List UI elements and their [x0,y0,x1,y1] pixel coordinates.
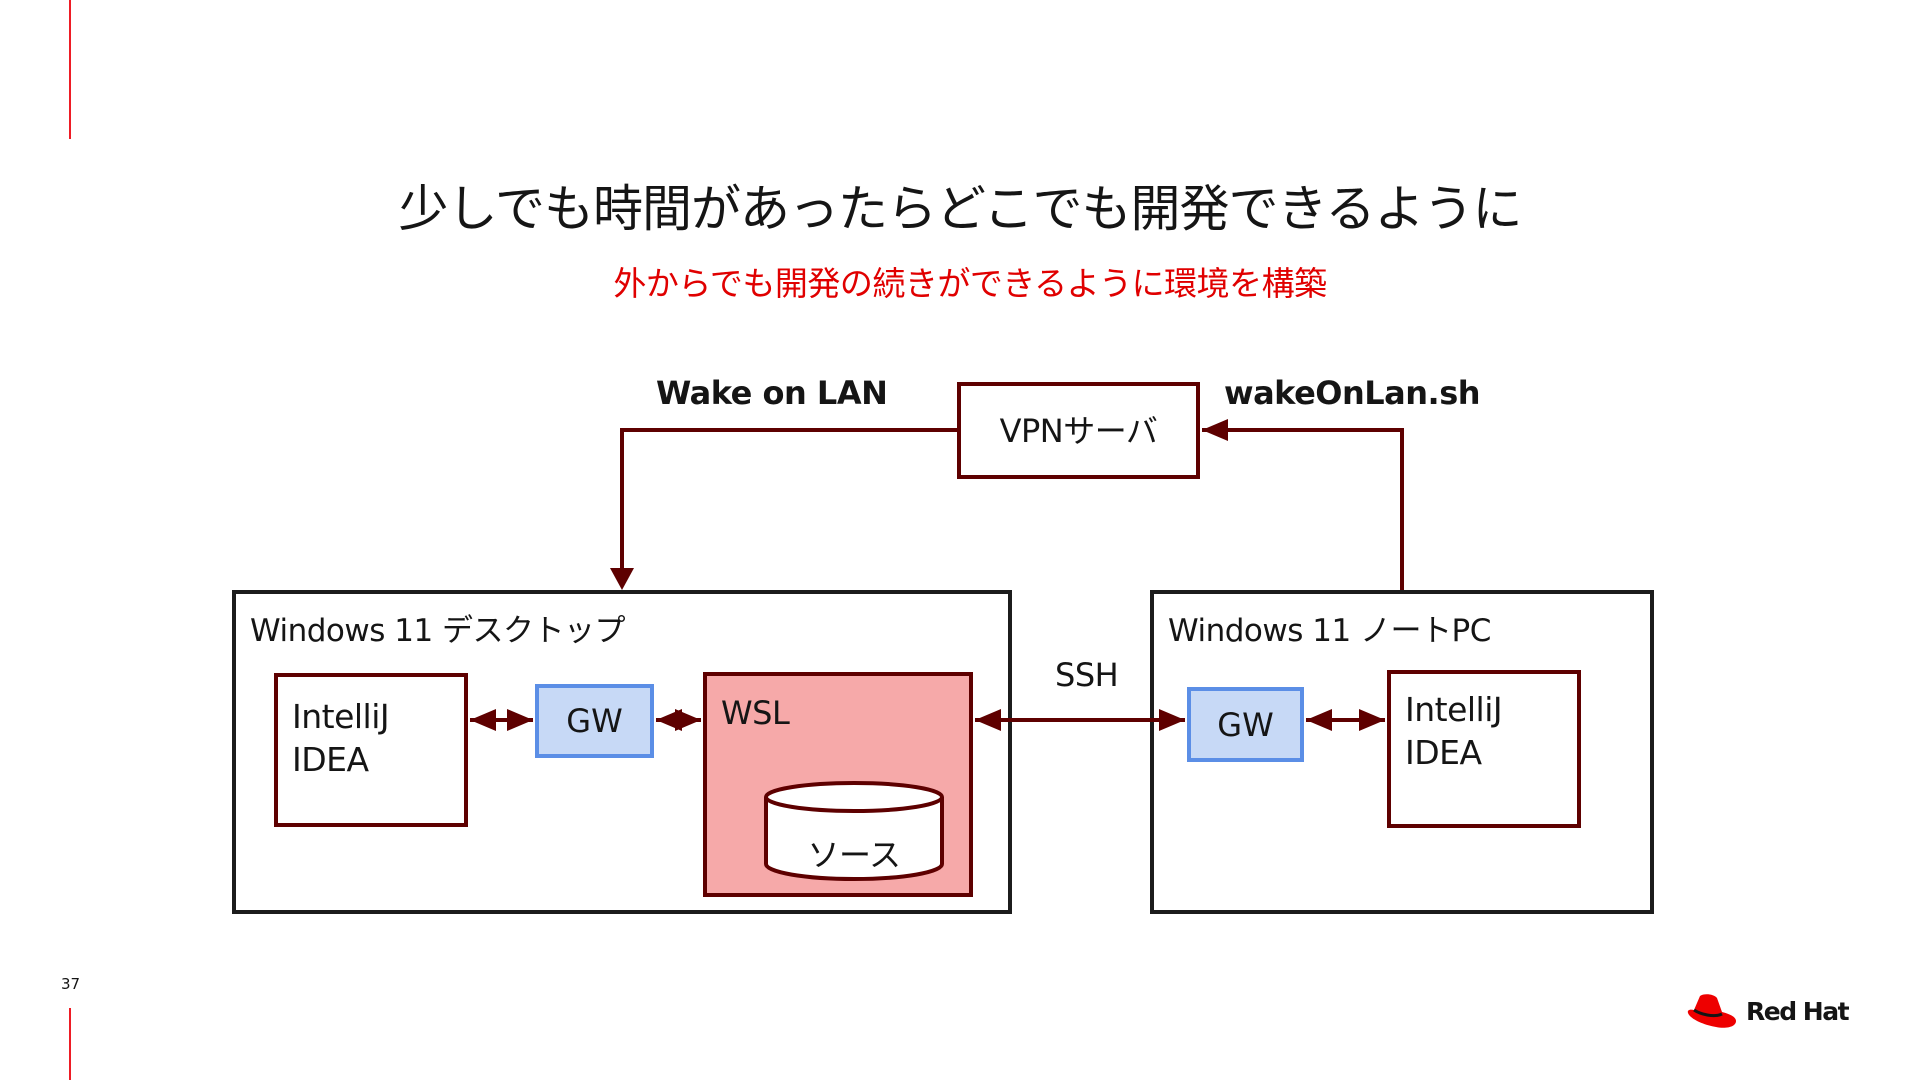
connector-wake-on-lan [620,428,957,586]
slide-subtitle: 外からでも開発の続きができるように環境を構築 [613,264,1327,303]
source-label: ソース [807,836,901,874]
desktop-gateway-label: GW [566,702,623,740]
notebook-ide-line1: IntelliJ [1405,690,1503,729]
desktop-ide-line2: IDEA [292,740,369,779]
red-hat-fedora-icon [1687,994,1736,1028]
desktop-title: Windows 11 デスクトップ [250,613,626,649]
desktop-ide-box: IntelliJ IDEA [274,673,468,827]
red-hat-logo: Red Hat [1686,992,1850,1030]
arrowhead-desktop [610,568,634,590]
desktop-ide-line1: IntelliJ [292,697,390,736]
accent-line-top [69,0,71,139]
notebook-gateway-label: GW [1217,705,1274,744]
notebook-title: Windows 11 ノートPC [1168,613,1491,649]
notebook-ide-line2: IDEA [1405,733,1482,772]
vpn-server-label: VPNサーバ [999,411,1158,450]
arrowhead-vpn [1202,419,1228,441]
accent-line-bottom [69,1008,71,1080]
wake-script-label: wakeOnLan.sh [1224,374,1481,412]
page-number: 37 [61,975,81,993]
connector-wake-script [1202,428,1404,590]
vpn-server-box: VPNサーバ [957,382,1200,479]
slide-title: 少しでも時間があったらどこでも開発できるように [398,180,1523,238]
ssh-label: SSH [1055,656,1119,694]
desktop-gateway-box: GW [535,684,654,758]
notebook-gateway-box: GW [1187,687,1304,762]
brand-name: Red Hat [1746,996,1850,1026]
notebook-ide-box: IntelliJ IDEA [1387,670,1581,828]
wake-on-lan-label: Wake on LAN [656,374,888,412]
wsl-label: WSL [721,694,790,732]
